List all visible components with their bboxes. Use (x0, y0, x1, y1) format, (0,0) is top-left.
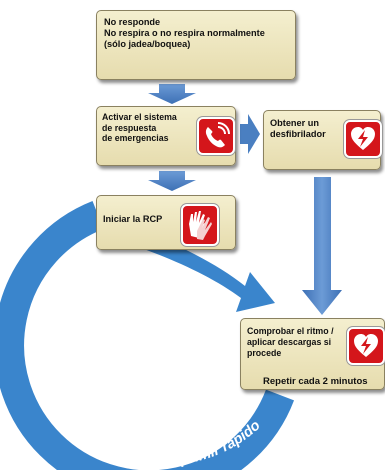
arrow-down-1 (148, 84, 196, 104)
arrow-down-long (302, 177, 342, 315)
obtener-box: Obtener un desfibrilador (263, 110, 382, 170)
ring-text-left: Comprimir fuerte (54, 333, 114, 440)
repetir-text: Repetir cada 2 minutos (263, 376, 368, 387)
iniciar-rcp-box: Iniciar la RCP (96, 195, 236, 250)
aed-heart-icon-comprobar (347, 327, 385, 365)
iniciar-rcp-text: Iniciar la RCP (103, 214, 163, 224)
aed-heart-icon-obtener (344, 120, 382, 158)
activar-text: Activar el sistema de respuesta de emerg… (102, 112, 177, 143)
no-responde-text: No responde No respira o no respira norm… (104, 17, 265, 49)
gloved-hands-icon (181, 204, 219, 246)
no-responde-box: No responde No respira o no respira norm… (96, 10, 296, 80)
obtener-text: Obtener un desfibrilador (270, 118, 326, 139)
arrow-right-1 (240, 114, 260, 154)
arrow-down-2 (148, 171, 196, 191)
activar-box: Activar el sistema de respuesta de emerg… (96, 106, 236, 166)
comprobar-text: Comprobar el ritmo / aplicar descargas s… (247, 326, 334, 358)
phone-icon (197, 117, 235, 155)
cpr-cycle-ring (0, 201, 295, 470)
comprobar-box: Comprobar el ritmo / aplicar descargas s… (240, 318, 385, 390)
